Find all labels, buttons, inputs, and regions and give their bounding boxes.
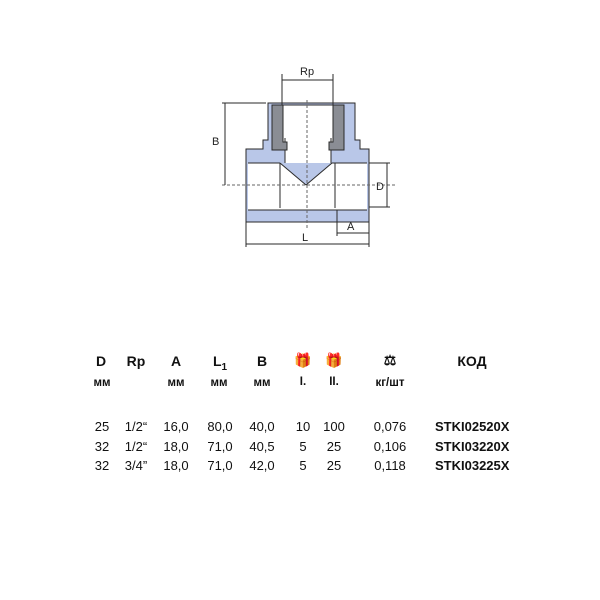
unit-l1: мм (210, 377, 228, 389)
cell-code: STKI02520X (435, 419, 510, 434)
cell-weight: 0,076 (373, 419, 407, 434)
header-d: D (95, 353, 107, 369)
dim-label-a: A (347, 221, 355, 233)
unit-pack-i: I. (299, 376, 307, 388)
cell-d: 32 (94, 438, 110, 454)
cell-a: 18,0 (163, 438, 189, 454)
dim-label-l: L (302, 232, 308, 244)
cell-a: 18,0 (163, 458, 189, 473)
header-code: КОД (457, 353, 487, 369)
unit-b: мм (253, 377, 271, 389)
dim-label-b: B (212, 136, 219, 148)
unit-pack-ii: II. (329, 376, 339, 388)
header-b: B (256, 353, 268, 369)
header-l1: L1 (212, 353, 228, 373)
cell-ii: 100 (323, 419, 345, 434)
cell-b: 42,0 (249, 458, 275, 473)
cell-i: 5 (299, 438, 307, 454)
cell-i: 5 (299, 458, 307, 473)
package-icon: 🎁 (294, 352, 312, 368)
cell-b: 40,5 (249, 438, 275, 454)
cell-d: 32 (94, 458, 110, 473)
cell-b: 40,0 (249, 419, 275, 434)
thread-insert-right (328, 104, 345, 151)
cell-d: 25 (94, 419, 110, 434)
thread-insert-left (271, 104, 288, 151)
cell-weight: 0,106 (373, 438, 407, 454)
unit-d: мм (93, 377, 111, 389)
cell-ii: 25 (326, 458, 342, 473)
package-icon: 🎁 (325, 352, 343, 368)
scale-icon: ⚖ (383, 352, 397, 368)
cell-a: 16,0 (163, 419, 189, 434)
unit-weight: кг/шт (375, 377, 405, 389)
cell-rp: 3/4” (124, 458, 148, 473)
header-a: A (170, 353, 182, 369)
cell-rp: 1/2“ (124, 438, 148, 454)
cell-l1: 71,0 (207, 438, 233, 454)
dim-label-rp: Rp (300, 66, 314, 78)
cell-l1: 71,0 (207, 458, 233, 473)
cell-weight: 0,118 (374, 458, 406, 473)
unit-a: мм (167, 377, 185, 389)
dim-label-d: D (376, 181, 384, 193)
cell-i: 10 (295, 419, 311, 434)
cell-l1: 80,0 (207, 419, 233, 434)
cell-ii: 25 (326, 438, 342, 454)
cell-code: STKI03220X (435, 438, 510, 454)
cell-code: STKI03225X (435, 458, 510, 473)
header-rp: Rp (126, 353, 146, 369)
cell-rp: 1/2“ (124, 419, 148, 434)
